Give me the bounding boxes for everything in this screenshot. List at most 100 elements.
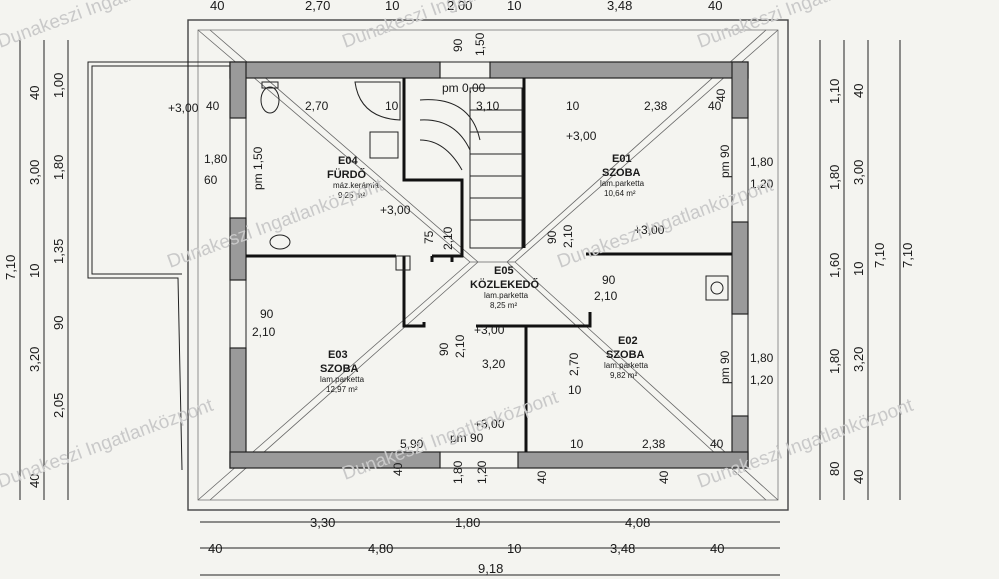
dimension-lines xyxy=(19,40,901,576)
balcony-outline xyxy=(87,61,232,471)
dim-in-35: 40 xyxy=(710,437,724,451)
chimney-icon xyxy=(705,275,729,301)
dim-in-30: 1,20 xyxy=(750,373,774,387)
room-area: 10,64 m² xyxy=(604,189,636,198)
dim-in-1: 2,70 xyxy=(305,99,329,113)
dim-left-1: 40 xyxy=(27,86,42,100)
toilet-icon xyxy=(260,86,280,114)
watermark-8: Dunakeszi Ingatlanközpont xyxy=(695,395,917,493)
room-area: 9,82 m² xyxy=(610,371,637,380)
dim-left-10: 2,05 xyxy=(51,393,66,418)
dim-in-41: 1,50 xyxy=(473,32,487,56)
dim-in-29: 1,80 xyxy=(750,351,774,365)
plan-frame xyxy=(187,19,789,511)
dim-in-8: 3,10 xyxy=(476,99,500,113)
dim-top-6: 3,48 xyxy=(607,0,632,13)
dim-bottom-2: 1,80 xyxy=(455,515,480,530)
dim-top-1: 40 xyxy=(210,0,224,13)
dim-left-8: 1,35 xyxy=(51,239,66,264)
dim-right-4: 1,80 xyxy=(827,349,842,374)
height-bath: +3,00 xyxy=(380,203,411,217)
dim-in-15: 75 xyxy=(422,230,436,244)
height-bottom: +3,00 xyxy=(474,417,505,431)
dim-right-10: 40 xyxy=(851,470,866,484)
right-dimensions: 1,10 1,80 1,60 1,80 80 40 3,00 10 3,20 4… xyxy=(827,79,915,484)
dim-top-3: 10 xyxy=(385,0,399,13)
dim-in-25: 3,20 xyxy=(482,357,506,371)
room-id: E01 xyxy=(612,153,632,165)
inner-partitions xyxy=(246,78,732,452)
dim-left-3: 10 xyxy=(27,264,42,278)
dim-in-37: 1,20 xyxy=(475,460,489,484)
dim-right-total-a: 7,10 xyxy=(872,243,887,268)
dim-left-total: 7,10 xyxy=(3,255,18,280)
dim-in-14: 1,20 xyxy=(750,177,774,191)
dim-left-6: 1,00 xyxy=(51,73,66,98)
dim-left-5: 40 xyxy=(27,474,42,488)
dim-in-39: 40 xyxy=(657,470,671,484)
room-name: SZOBA xyxy=(602,167,641,179)
shower-icon xyxy=(354,81,401,121)
room-label-e04: E04 FÜRDŐ máz.kerámia 9,25 m² xyxy=(327,155,379,200)
room-area: 9,25 m² xyxy=(338,191,365,200)
bathroom-fixtures xyxy=(260,81,729,301)
dim-in-31: 5,90 xyxy=(400,437,424,451)
dim-right-1: 1,10 xyxy=(827,79,842,104)
dim-in-21: 90 xyxy=(260,307,274,321)
dim-right-3: 1,60 xyxy=(827,253,842,278)
watermark-1: Dunakeszi Ingatlanközpont xyxy=(0,0,217,53)
dim-total-width: 9,18 xyxy=(478,561,503,576)
dim-in-7: pm 0,00 xyxy=(442,81,486,95)
watermark-3: Dunakeszi Ingatlanközpont xyxy=(695,0,917,53)
room-area: 8,25 m² xyxy=(490,301,517,310)
room-name: KÖZLEKEDŐ xyxy=(470,278,540,291)
dim-right-total-b: 7,10 xyxy=(900,243,915,268)
dim-in-5: 60 xyxy=(204,173,218,187)
dim-in-3: 40 xyxy=(206,99,220,113)
dim-in-40: 90 xyxy=(451,38,465,52)
dim-right-2: 1,80 xyxy=(827,165,842,190)
dim-right-5: 80 xyxy=(827,462,842,476)
dim-bottom-4: 40 xyxy=(208,541,222,556)
room-name: FÜRDŐ xyxy=(327,168,367,181)
height-e02: +3,00 xyxy=(634,223,665,237)
dim-bottom-8: 40 xyxy=(710,541,724,556)
room-label-e03: E03 SZOBA lam.parketta 12,97 m² xyxy=(320,349,365,394)
dim-in-27: 10 xyxy=(568,383,582,397)
room-id: E02 xyxy=(618,335,638,347)
room-floor: lam.parketta xyxy=(600,179,645,188)
dim-bottom-5: 4,80 xyxy=(368,541,393,556)
dim-top-5: 10 xyxy=(507,0,521,13)
dim-in-4: 1,80 xyxy=(204,152,228,166)
dim-bottom-1: 3,30 xyxy=(310,515,335,530)
plan-labels: +3,00 +3,00 +3,00 +3,00 +3,00 +3,00 2,70… xyxy=(168,32,774,484)
dim-in-17: 90 xyxy=(545,230,559,244)
room-floor: lam.parketta xyxy=(484,291,529,300)
room-floor: lam.parketta xyxy=(604,361,649,370)
room-id: E05 xyxy=(494,265,514,277)
dim-in-10: 2,38 xyxy=(644,99,668,113)
dim-in-38: 40 xyxy=(535,470,549,484)
watermark-6: Dunakeszi Ingatlanközpont xyxy=(0,395,217,493)
dim-top-7: 40 xyxy=(708,0,722,13)
dim-in-24: 2,10 xyxy=(453,334,467,358)
outer-walls xyxy=(229,61,749,469)
room-id: E03 xyxy=(328,349,348,361)
height-hall: +3,00 xyxy=(474,323,505,337)
dim-left-7: 1,80 xyxy=(51,155,66,180)
room-name: SZOBA xyxy=(606,349,645,361)
bottom-dimensions: 3,30 1,80 4,08 40 4,80 10 3,48 40 9,18 xyxy=(208,515,724,576)
dim-top-4: 2,00 xyxy=(447,0,472,13)
dim-in-13: 1,80 xyxy=(750,155,774,169)
dim-in-34: 2,38 xyxy=(642,437,666,451)
windows xyxy=(229,61,749,469)
dim-left-2: 3,00 xyxy=(27,160,42,185)
room-label-e05: E05 KÖZLEKEDŐ lam.parketta 8,25 m² xyxy=(470,265,540,310)
dim-in-42: 40 xyxy=(714,88,728,102)
dim-in-26: 2,70 xyxy=(567,352,581,376)
room-label-e01: E01 SZOBA lam.parketta 10,64 m² xyxy=(600,153,645,198)
dim-left-9: 90 xyxy=(51,316,66,330)
dim-in-22: 2,10 xyxy=(252,325,276,339)
staircase xyxy=(419,87,523,249)
